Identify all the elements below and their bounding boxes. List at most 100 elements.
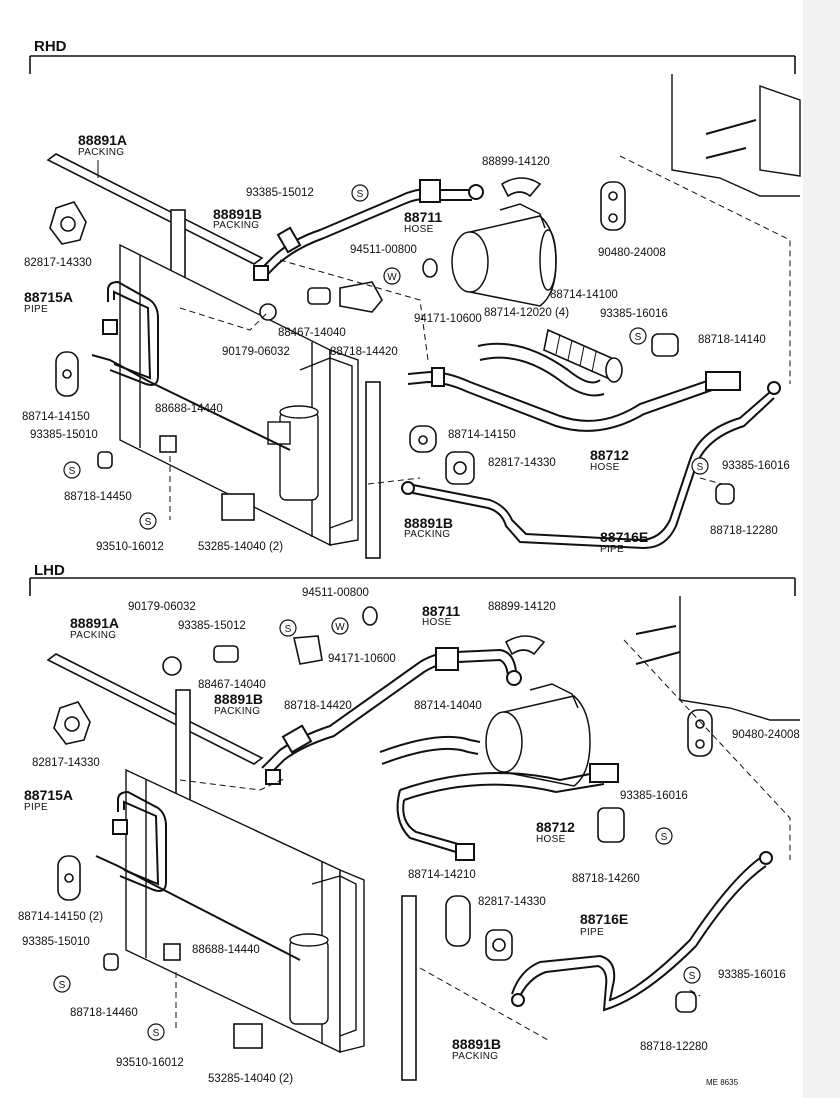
rhd-switch-88467 <box>307 287 331 305</box>
lhd-label-82817-14330: 82817-14330 <box>32 757 100 769</box>
rhd-label-88711: 88711 <box>404 209 443 225</box>
rhd-label-82817-14330b: 82817-14330 <box>488 457 556 469</box>
lhd-oring-94171 <box>362 606 378 626</box>
lhd-dashed-leaders <box>175 639 791 1041</box>
rhd-label-88467-14040: 88467-14040 <box>278 327 346 339</box>
lhd-clip-88688 <box>163 943 181 961</box>
lhd-clamp-88899 <box>504 635 546 656</box>
rhd-label-88718-12280: 88718-12280 <box>710 525 778 537</box>
lhd-label-90179-06032: 90179-06032 <box>128 601 196 613</box>
lhd-bracket-88718-14260 <box>597 807 625 843</box>
rhd-dashed-leaders <box>169 155 791 520</box>
lhd-label-88714-14150: 88714-14150 (2) <box>18 911 104 923</box>
lhd-label-88711-name: HOSE <box>422 617 452 628</box>
lhd-label-88715a: 88715A <box>24 787 74 803</box>
rhd-label-88715a: 88715A <box>24 289 74 305</box>
rhd-oring-94171 <box>422 258 438 278</box>
lhd-flange-82817 <box>53 701 91 745</box>
lhd-label-93385-15010: 93385-15010 <box>22 936 90 948</box>
lhd-label-88712: 88712 <box>536 819 575 835</box>
lhd-label-88891a: 88891A <box>70 615 120 631</box>
lhd-flange-88714-14210 <box>445 895 471 947</box>
rhd-label-94511-00800: 94511-00800 <box>350 244 417 256</box>
lhd-grommet-90480 <box>687 709 713 757</box>
rhd-label-88716e: 88716E <box>600 529 649 545</box>
rhd-label-93385-15010: 93385-15010 <box>30 429 98 441</box>
lhd-label-88718-14260: 88718-14260 <box>572 873 640 885</box>
lhd-label-53285-14040: 53285-14040 (2) <box>208 1073 294 1085</box>
lhd-condenser <box>125 768 365 1054</box>
lhd-label-88891b-top-name: PACKING <box>214 706 261 717</box>
rhd-label-88688-14440: 88688-14440 <box>155 403 223 415</box>
lhd-label-88716e: 88716E <box>580 911 629 927</box>
rhd-label-88891a-name: PACKING <box>78 147 125 158</box>
washer-symbol: W <box>387 272 397 283</box>
screw-symbol: S <box>697 462 704 473</box>
rhd-label-94171-10600: 94171-10600 <box>414 313 482 325</box>
lhd-label-93385-15012: 93385-15012 <box>178 620 246 632</box>
rhd-grommet-90480 <box>600 181 626 231</box>
section-title-rhd: RHD <box>34 38 67 55</box>
rhd-label-90480-24008: 90480-24008 <box>598 247 666 259</box>
lhd-label-94171-10600: 94171-10600 <box>328 653 396 665</box>
lhd-nut-90179 <box>162 656 182 676</box>
lhd-bracket-88718-12280 <box>675 991 697 1013</box>
lhd-label-88714-14210: 88714-14210 <box>408 869 476 881</box>
lhd-pipe-88715a <box>95 790 301 961</box>
rhd-label-88891b-bot: 88891B <box>404 515 454 531</box>
rhd-hose-88711 <box>253 179 484 281</box>
lhd-label-88899-14120: 88899-14120 <box>488 601 556 613</box>
rhd-compressor <box>451 203 557 307</box>
lhd-label-88891b-top: 88891B <box>214 691 264 707</box>
lhd-label-93510-16012: 93510-16012 <box>116 1057 184 1069</box>
rhd-evaporator-unit <box>671 74 801 197</box>
rhd-label-88716e-name: PIPE <box>600 544 624 555</box>
rhd-frame <box>29 55 796 74</box>
screw-symbol: S <box>145 517 152 528</box>
screw-symbol: S <box>153 1028 160 1039</box>
rhd-label-88715a-name: PIPE <box>24 304 48 315</box>
screw-symbol: S <box>59 980 66 991</box>
lhd-flange-88714-14150 <box>57 855 81 901</box>
lhd-label-88711: 88711 <box>422 603 461 619</box>
rhd-label-88891b-top: 88891B <box>213 206 263 222</box>
rhd-cushion-53285 <box>221 493 255 521</box>
rhd-label-88891b-bot-name: PACKING <box>404 529 451 540</box>
lhd-label-93385-16016b: 93385-16016 <box>718 969 786 981</box>
rhd-label-90179-06032: 90179-06032 <box>222 346 290 358</box>
rhd-clip-88688 <box>159 435 177 453</box>
rhd-bracket-88718-14450 <box>97 451 113 469</box>
screw-symbol: S <box>689 971 696 982</box>
lhd-label-88891b-bot: 88891B <box>452 1036 502 1052</box>
lhd-hose-88714-14040 <box>379 735 619 861</box>
lhd-pipe-88716e <box>511 851 773 1012</box>
rhd-label-88714-14150b: 88714-14150 <box>448 429 516 441</box>
rhd-pipe-88715a <box>91 280 291 451</box>
rhd-label-88718-14420: 88718-14420 <box>330 346 398 358</box>
lhd-evaporator-unit <box>635 596 800 721</box>
section-title-lhd: LHD <box>34 562 65 579</box>
lhd-frame <box>29 577 796 596</box>
rhd-hose-88714-14100 <box>543 328 623 383</box>
rhd-label-88712-name: HOSE <box>590 462 620 473</box>
rhd-label-88891b-top-name: PACKING <box>213 220 260 231</box>
rhd-hose-88712 <box>407 367 741 432</box>
screw-symbol: S <box>661 832 668 843</box>
rhd-bracket-88718-14420 <box>339 281 383 313</box>
rhd-label-93385-16016b: 93385-16016 <box>722 460 790 472</box>
lhd-cushion-53285 <box>233 1023 263 1049</box>
lhd-label-82817-14330b: 82817-14330 <box>478 896 546 908</box>
rhd-label-88718-14140: 88718-14140 <box>698 334 766 346</box>
rhd-clamp-88899 <box>500 177 542 198</box>
rhd-label-88711-name: HOSE <box>404 224 434 235</box>
washer-symbol: W <box>335 622 345 633</box>
lhd-label-90480-24008: 90480-24008 <box>732 729 800 741</box>
rhd-bracket-88718-14140 <box>651 333 679 357</box>
lhd-label-94511-00800: 94511-00800 <box>302 587 369 599</box>
lhd-compressor <box>485 683 591 787</box>
rhd-label-88718-14450: 88718-14450 <box>64 491 132 503</box>
rhd-label-93385-16016a: 93385-16016 <box>600 308 668 320</box>
page-margin-strip <box>803 0 840 1098</box>
